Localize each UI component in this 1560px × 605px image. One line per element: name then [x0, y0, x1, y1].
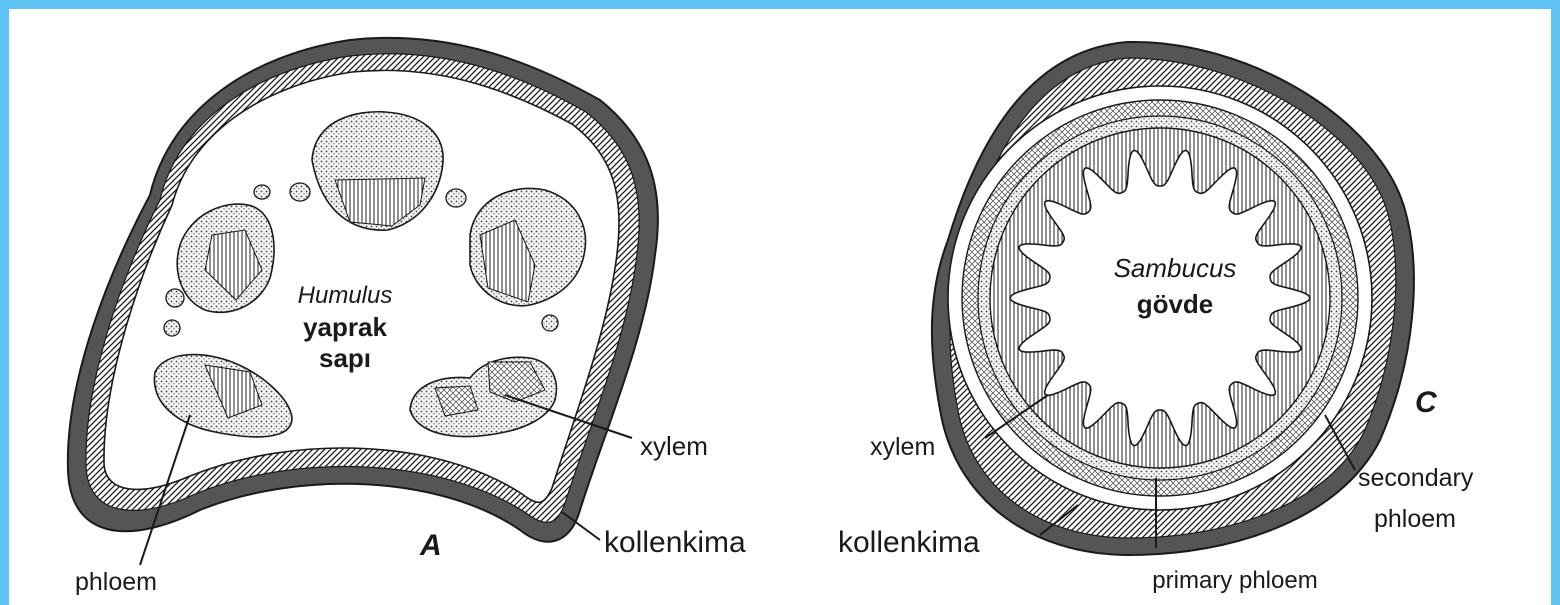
- letter-c: C: [1415, 386, 1438, 419]
- secondary-phloem-label-line1: secondary: [1358, 464, 1474, 492]
- secondary-phloem-label-line2: phloem: [1374, 505, 1456, 533]
- humulus-label: Humulus: [298, 282, 393, 309]
- phloem-a-label: phloem: [75, 568, 157, 596]
- govde-label: gövde: [1137, 289, 1214, 319]
- sapi-label: sapı: [319, 343, 371, 373]
- kollenkima-a-label: kollenkima: [604, 526, 746, 559]
- letter-a: A: [419, 529, 442, 562]
- yaprak-label: yaprak: [303, 312, 387, 342]
- kollenkima-c-label: kollenkima: [838, 526, 980, 559]
- xylem-c-label: xylem: [870, 433, 935, 461]
- sambucus-label: Sambucus: [1114, 253, 1237, 283]
- primary-phloem-label: primary phloem: [1152, 567, 1317, 594]
- xylem-a-label: xylem: [640, 431, 708, 461]
